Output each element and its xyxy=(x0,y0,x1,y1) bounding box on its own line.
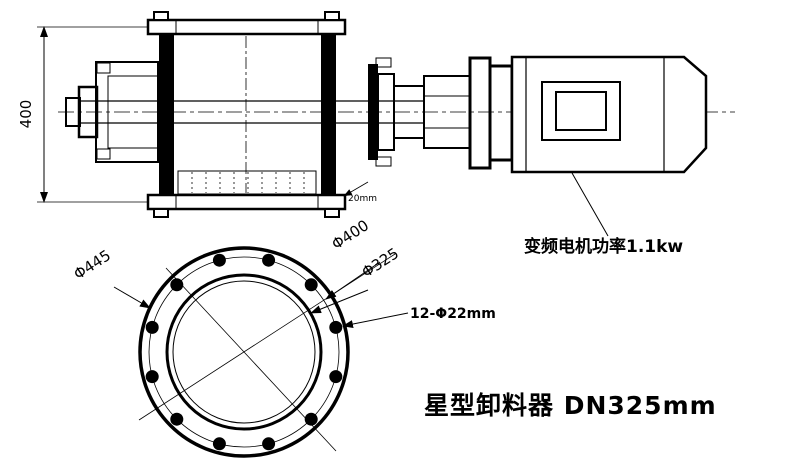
dia-325-label: Φ325 xyxy=(358,244,402,281)
motor-power-annotation: 变频电机功率1.1kw xyxy=(524,172,683,257)
motor-power-label: 变频电机功率1.1kw xyxy=(524,236,683,257)
bolt-hole xyxy=(262,437,276,451)
bolt-hole xyxy=(304,412,318,426)
clearance-annotation: 20mm xyxy=(343,181,377,204)
flange-view: Φ445 Φ400 Φ325 12-Φ22mm xyxy=(70,216,496,458)
rotor-pocket-band xyxy=(177,170,317,195)
side-view: 400 xyxy=(17,11,735,257)
housing-wall-left xyxy=(159,34,174,195)
dia-445-annotation: Φ445 xyxy=(70,246,151,309)
top-flange-bolt-right xyxy=(324,11,340,21)
centerline-a xyxy=(138,253,396,421)
bolt-hole xyxy=(145,320,159,334)
bolt-hole xyxy=(212,253,226,267)
rotor-pocket-hatch xyxy=(191,172,305,193)
bearing-bracket-inner xyxy=(107,75,159,149)
clearance-label: 20mm xyxy=(348,194,377,204)
bottom-flange xyxy=(146,193,347,211)
bolt-holes xyxy=(145,253,343,451)
motor-body xyxy=(510,55,708,174)
bolt-holes-annotation: 12-Φ22mm xyxy=(342,306,496,328)
top-flange xyxy=(146,18,347,36)
bore-inner-circle xyxy=(172,280,316,424)
bolt-hole xyxy=(170,412,184,426)
gearbox-flange-inner xyxy=(488,64,514,162)
motor xyxy=(510,55,708,174)
bolt-pitch-circle xyxy=(148,256,340,448)
gearbox-flange-outer xyxy=(468,56,492,170)
bolt-hole xyxy=(329,320,343,334)
dia-400-leader xyxy=(325,261,381,300)
bolt-holes-label: 12-Φ22mm xyxy=(410,306,496,322)
bottom-flange-bolt-left xyxy=(153,208,169,218)
dim-400-label: 400 xyxy=(17,100,35,129)
bracket-bolt-bottom xyxy=(96,148,111,160)
dia-445-label: Φ445 xyxy=(70,246,114,283)
dimension-overall-height: 400 xyxy=(17,26,150,203)
shaft-stub xyxy=(65,97,81,127)
bolt-hole xyxy=(304,278,318,292)
bolt-hole xyxy=(262,253,276,267)
motor-leader-line xyxy=(571,172,609,237)
dia-325-leader xyxy=(310,289,369,314)
clearance-leader xyxy=(343,181,369,197)
bolt-hole xyxy=(329,370,343,384)
terminal-box-outer xyxy=(541,81,621,141)
bracket-bolt-top xyxy=(96,62,111,74)
bottom-flange-bolt-right xyxy=(324,208,340,218)
drive-train xyxy=(368,56,514,170)
housing-wall-right xyxy=(321,34,336,195)
drive-plate xyxy=(368,64,378,160)
bore-circle xyxy=(165,273,323,431)
top-flange-bolt-left xyxy=(153,11,169,21)
bolt-hole xyxy=(145,370,159,384)
valve-body xyxy=(80,11,424,218)
drive-bolt-bottom xyxy=(375,156,392,167)
drive-bolt-top xyxy=(375,57,392,68)
flange-outer-circle xyxy=(138,246,350,458)
dia-445-leader xyxy=(113,286,151,309)
terminal-box-inner xyxy=(555,91,607,131)
bolt-holes-leader xyxy=(342,312,409,328)
drawing-title: 星型卸料器 DN325mm xyxy=(424,391,717,420)
bolt-hole xyxy=(170,278,184,292)
dia-400-label: Φ400 xyxy=(328,216,372,253)
left-bearing-assembly xyxy=(65,61,159,163)
bolt-hole xyxy=(212,437,226,451)
